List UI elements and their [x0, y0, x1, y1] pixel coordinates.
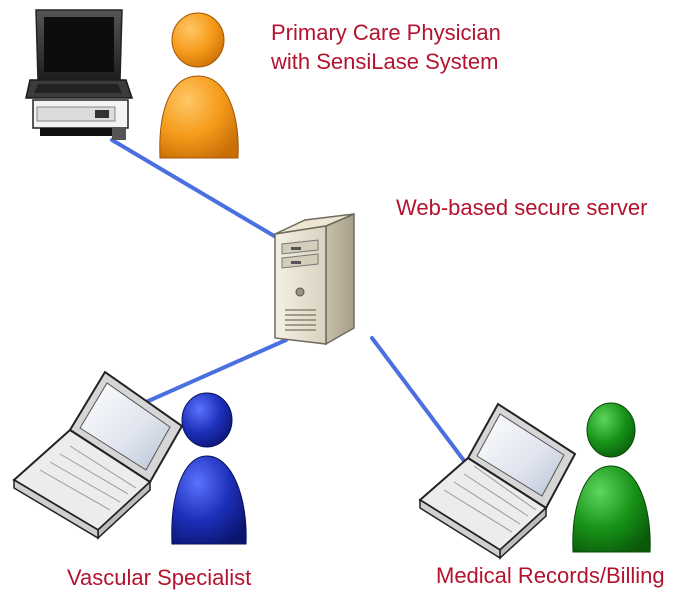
link-server-to-records: [370, 336, 467, 464]
connections: [110, 138, 467, 464]
records-billing-label: Medical Records/Billing: [436, 563, 665, 588]
server-icon: [274, 212, 355, 346]
vascular-laptop-icon: [12, 370, 184, 540]
primary-care-label-line2: with SensiLase System: [271, 49, 499, 74]
vascular-specialist-person-icon: [171, 392, 247, 545]
records-billing-person-icon: [572, 402, 651, 553]
primary-care-label: Primary Care Physician with SensiLase Sy…: [271, 18, 501, 76]
server-label: Web-based secure server: [396, 195, 648, 220]
link-server-to-vascular: [126, 338, 288, 412]
link-primary-to-server: [110, 138, 288, 245]
primary-laptop-icon: [25, 9, 134, 140]
vascular-specialist-label: Vascular Specialist: [67, 565, 252, 590]
primary-care-label-line1: Primary Care Physician: [271, 20, 501, 45]
records-laptop-icon: [418, 402, 577, 560]
primary-physician-person-icon: [159, 12, 239, 159]
